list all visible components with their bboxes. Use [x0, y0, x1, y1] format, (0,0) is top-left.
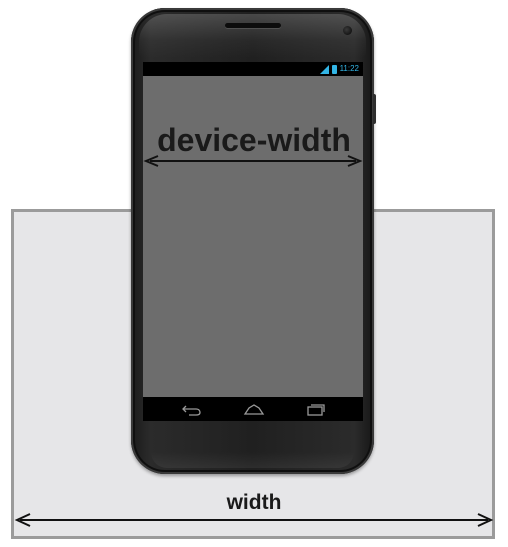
- recent-apps-icon[interactable]: [303, 401, 329, 417]
- back-icon[interactable]: [179, 401, 205, 417]
- phone-screen: 11:22: [143, 62, 363, 421]
- width-arrow: [14, 513, 494, 527]
- navigation-bar: [143, 397, 363, 421]
- battery-icon: [331, 64, 337, 74]
- status-icons: 11:22: [319, 63, 359, 75]
- status-bar: 11:22: [143, 62, 363, 76]
- home-icon[interactable]: [241, 401, 267, 417]
- front-camera-icon: [343, 26, 352, 35]
- power-button: [373, 94, 376, 124]
- screen-content-area: [143, 76, 363, 397]
- phone-bottom-highlight: [151, 452, 354, 468]
- device-width-arrow: [143, 155, 363, 167]
- status-clock: 11:22: [339, 64, 359, 73]
- signal-icon: [319, 64, 329, 74]
- phone-top-highlight: [139, 14, 366, 58]
- device-width-label: device-width: [157, 122, 351, 158]
- phone-device: 11:22: [131, 8, 376, 474]
- width-label: width: [226, 491, 282, 514]
- speaker-grille: [225, 23, 281, 28]
